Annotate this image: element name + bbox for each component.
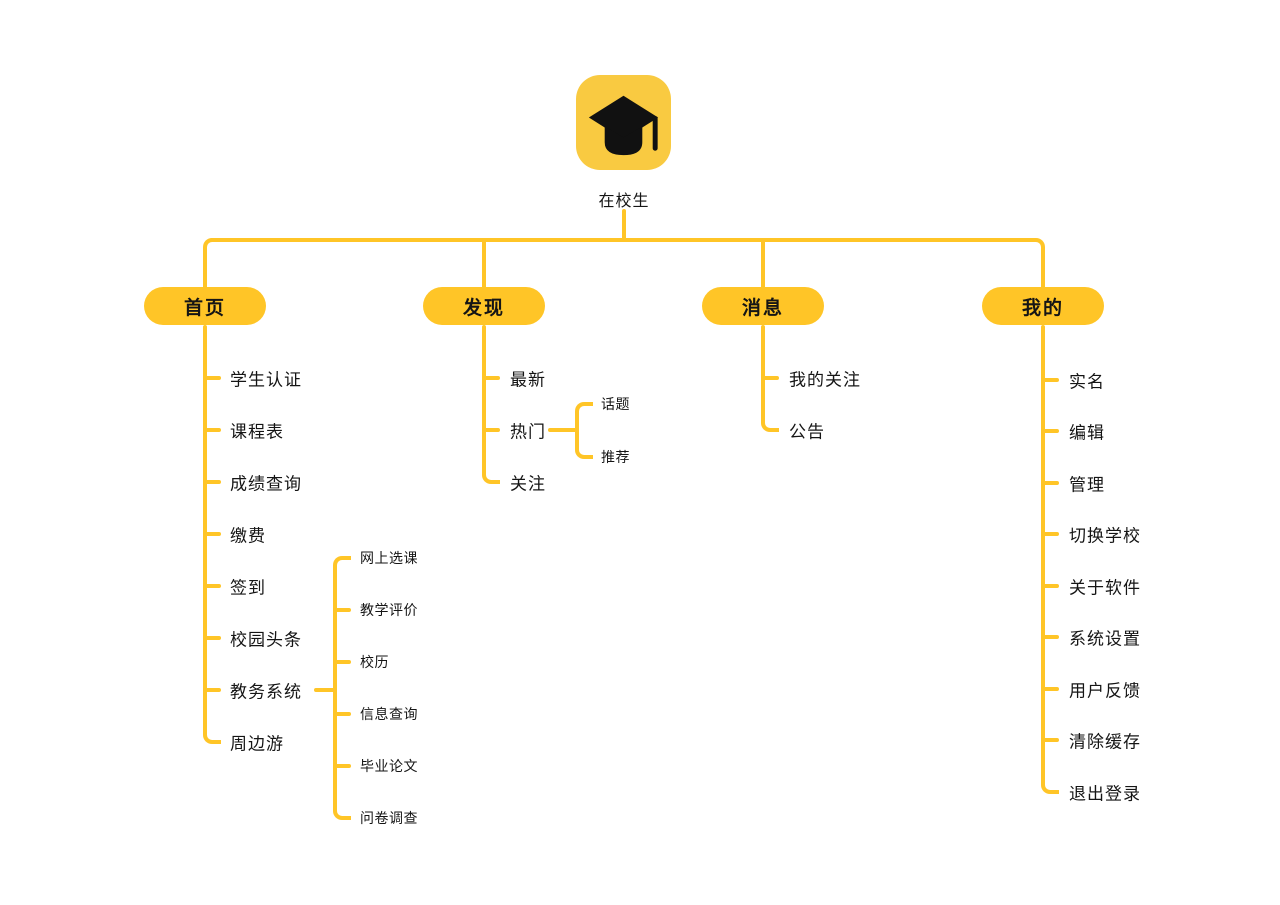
connector-line: [482, 240, 486, 289]
tree-item-label[interactable]: 退出登录: [1069, 784, 1141, 804]
connector-tick: [203, 584, 221, 588]
tree-item-label[interactable]: 毕业论文: [360, 758, 418, 774]
connector-bracket: [575, 402, 593, 459]
tree-item-label[interactable]: 清除缓存: [1069, 732, 1141, 752]
graduation-cap-icon: [588, 95, 659, 156]
connector-line: [203, 325, 207, 736]
tree-item-label[interactable]: 校园头条: [230, 630, 302, 650]
tree-item-label[interactable]: 签到: [230, 578, 266, 598]
tree-item-label[interactable]: 关注: [510, 474, 546, 494]
connector-tick: [203, 428, 221, 432]
connector-corner: [1031, 238, 1045, 252]
connector-line: [622, 209, 626, 242]
tree-item-label[interactable]: 公告: [789, 422, 825, 442]
tree-item-label[interactable]: 校历: [360, 654, 389, 670]
connector-tick: [1041, 584, 1059, 588]
tree-item-label[interactable]: 实名: [1069, 372, 1105, 392]
connector-elbow: [203, 734, 221, 744]
branch-label: 首页: [183, 297, 226, 319]
connector-tick: [1041, 481, 1059, 485]
connector-corner: [203, 238, 217, 252]
tree-item-label[interactable]: 信息查询: [360, 706, 418, 722]
branch-node-mine[interactable]: 我的: [982, 287, 1104, 325]
tree-item-label[interactable]: 我的关注: [789, 370, 861, 390]
connector-tick: [333, 608, 351, 612]
connector-elbow: [1041, 784, 1059, 794]
tree-item-label[interactable]: 教务系统: [230, 682, 302, 702]
tree-item-label[interactable]: 课程表: [230, 422, 284, 442]
connector-tick: [203, 480, 221, 484]
tree-item-label[interactable]: 推荐: [601, 449, 630, 465]
connector-elbow: [761, 422, 779, 432]
branch-node-discover[interactable]: 发现: [423, 287, 545, 325]
connector-tick: [203, 376, 221, 380]
connector-line: [548, 428, 579, 432]
connector-line: [1041, 248, 1045, 289]
connector-tick: [333, 712, 351, 716]
connector-tick: [203, 532, 221, 536]
connector-tick: [761, 376, 779, 380]
tree-item-label[interactable]: 管理: [1069, 475, 1105, 495]
branch-label: 发现: [462, 297, 505, 319]
tree-item-label[interactable]: 编辑: [1069, 423, 1105, 443]
connector-tick: [1041, 532, 1059, 536]
tree-item-label[interactable]: 话题: [601, 396, 630, 412]
connector-line: [761, 325, 765, 424]
connector-tick: [1041, 378, 1059, 382]
connector-bracket: [333, 556, 351, 820]
tree-item-label[interactable]: 缴费: [230, 526, 266, 546]
tree-item-label[interactable]: 学生认证: [230, 370, 302, 390]
tree-item-label[interactable]: 最新: [510, 370, 546, 390]
tree-item-label[interactable]: 关于软件: [1069, 578, 1141, 598]
tree-item-label[interactable]: 网上选课: [360, 550, 418, 566]
branch-label: 我的: [1021, 297, 1064, 319]
connector-tick: [1041, 429, 1059, 433]
connector-line: [1041, 325, 1045, 786]
connector-line: [210, 238, 1034, 242]
connector-line: [203, 248, 207, 289]
tree-item-label[interactable]: 切换学校: [1069, 526, 1141, 546]
tree-item-label[interactable]: 成绩查询: [230, 474, 302, 494]
tree-item-label[interactable]: 用户反馈: [1069, 681, 1141, 701]
connector-tick: [1041, 738, 1059, 742]
connector-tick: [203, 636, 221, 640]
connector-tick: [1041, 687, 1059, 691]
connector-line: [482, 325, 486, 476]
connector-elbow: [482, 474, 500, 484]
tree-item-label[interactable]: 系统设置: [1069, 629, 1141, 649]
tree-item-label[interactable]: 周边游: [230, 734, 284, 754]
connector-tick: [1041, 635, 1059, 639]
branch-node-home[interactable]: 首页: [144, 287, 266, 325]
root-node-label[interactable]: 在校生: [598, 193, 650, 210]
branch-node-messages[interactable]: 消息: [702, 287, 824, 325]
tree-item-label[interactable]: 问卷调查: [360, 810, 418, 826]
branch-label: 消息: [741, 297, 784, 319]
connector-tick: [333, 660, 351, 664]
connector-tick: [203, 688, 221, 692]
connector-line: [761, 240, 765, 289]
connector-tick: [333, 764, 351, 768]
tree-item-label[interactable]: 教学评价: [360, 602, 418, 618]
root-node[interactable]: [576, 75, 671, 170]
connector-line: [314, 688, 337, 692]
connector-tick: [482, 376, 500, 380]
tree-item-label[interactable]: 热门: [510, 422, 546, 442]
connector-tick: [482, 428, 500, 432]
